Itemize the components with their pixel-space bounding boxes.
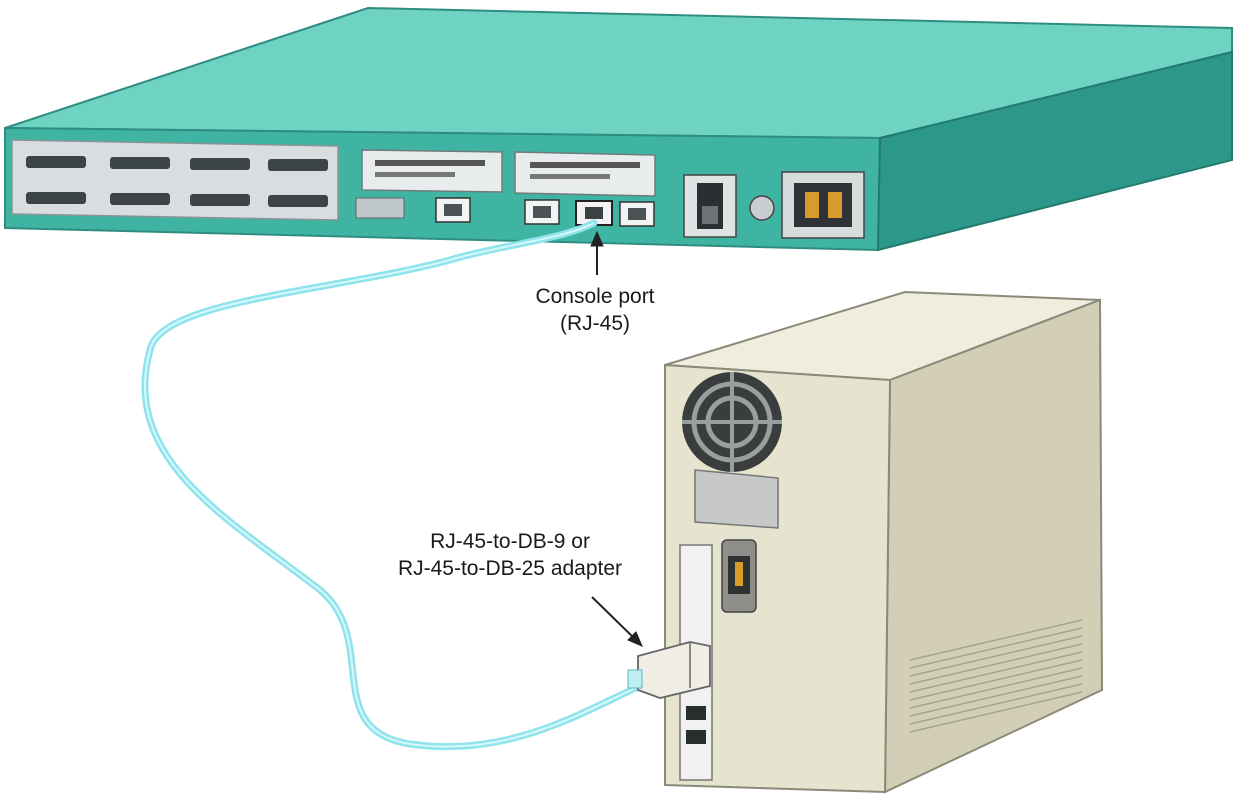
console-port-label: Console port (RJ-45) xyxy=(505,283,685,337)
network-module-1 xyxy=(355,149,503,223)
pc-back-panel xyxy=(664,363,892,794)
pc-power-socket-icon xyxy=(721,539,757,613)
console-port-label-line1: Console port xyxy=(535,285,655,308)
adapter-label: RJ-45-to-DB-9 or RJ-45-to-DB-25 adapter xyxy=(355,528,665,582)
fan-grille-icon xyxy=(682,372,782,472)
psu-plate xyxy=(694,469,779,529)
vent-grille-icon xyxy=(909,619,1083,733)
ground-screw-icon xyxy=(749,195,775,221)
adapter-arrow xyxy=(591,596,643,647)
serial-ports-block xyxy=(11,139,339,221)
rj45-port-icon xyxy=(686,730,706,744)
pc-tower xyxy=(664,290,1104,794)
serial-connector-icon xyxy=(26,156,328,207)
console-port-label-line2: (RJ-45) xyxy=(559,312,630,335)
power-switch-icon xyxy=(683,174,737,238)
adapter-label-line2: RJ-45-to-DB-25 adapter xyxy=(397,557,623,580)
console-port-arrow xyxy=(590,230,604,275)
db-adapter-icon xyxy=(627,641,711,699)
adapter-label-line1: RJ-45-to-DB-9 or xyxy=(430,530,590,553)
network-module-2 xyxy=(514,151,656,227)
power-inlet-icon xyxy=(781,171,865,239)
router-chassis xyxy=(4,6,1233,252)
rj45-port-icon xyxy=(686,706,706,720)
router-side-panel xyxy=(876,50,1233,252)
pc-side-panel xyxy=(883,298,1104,794)
